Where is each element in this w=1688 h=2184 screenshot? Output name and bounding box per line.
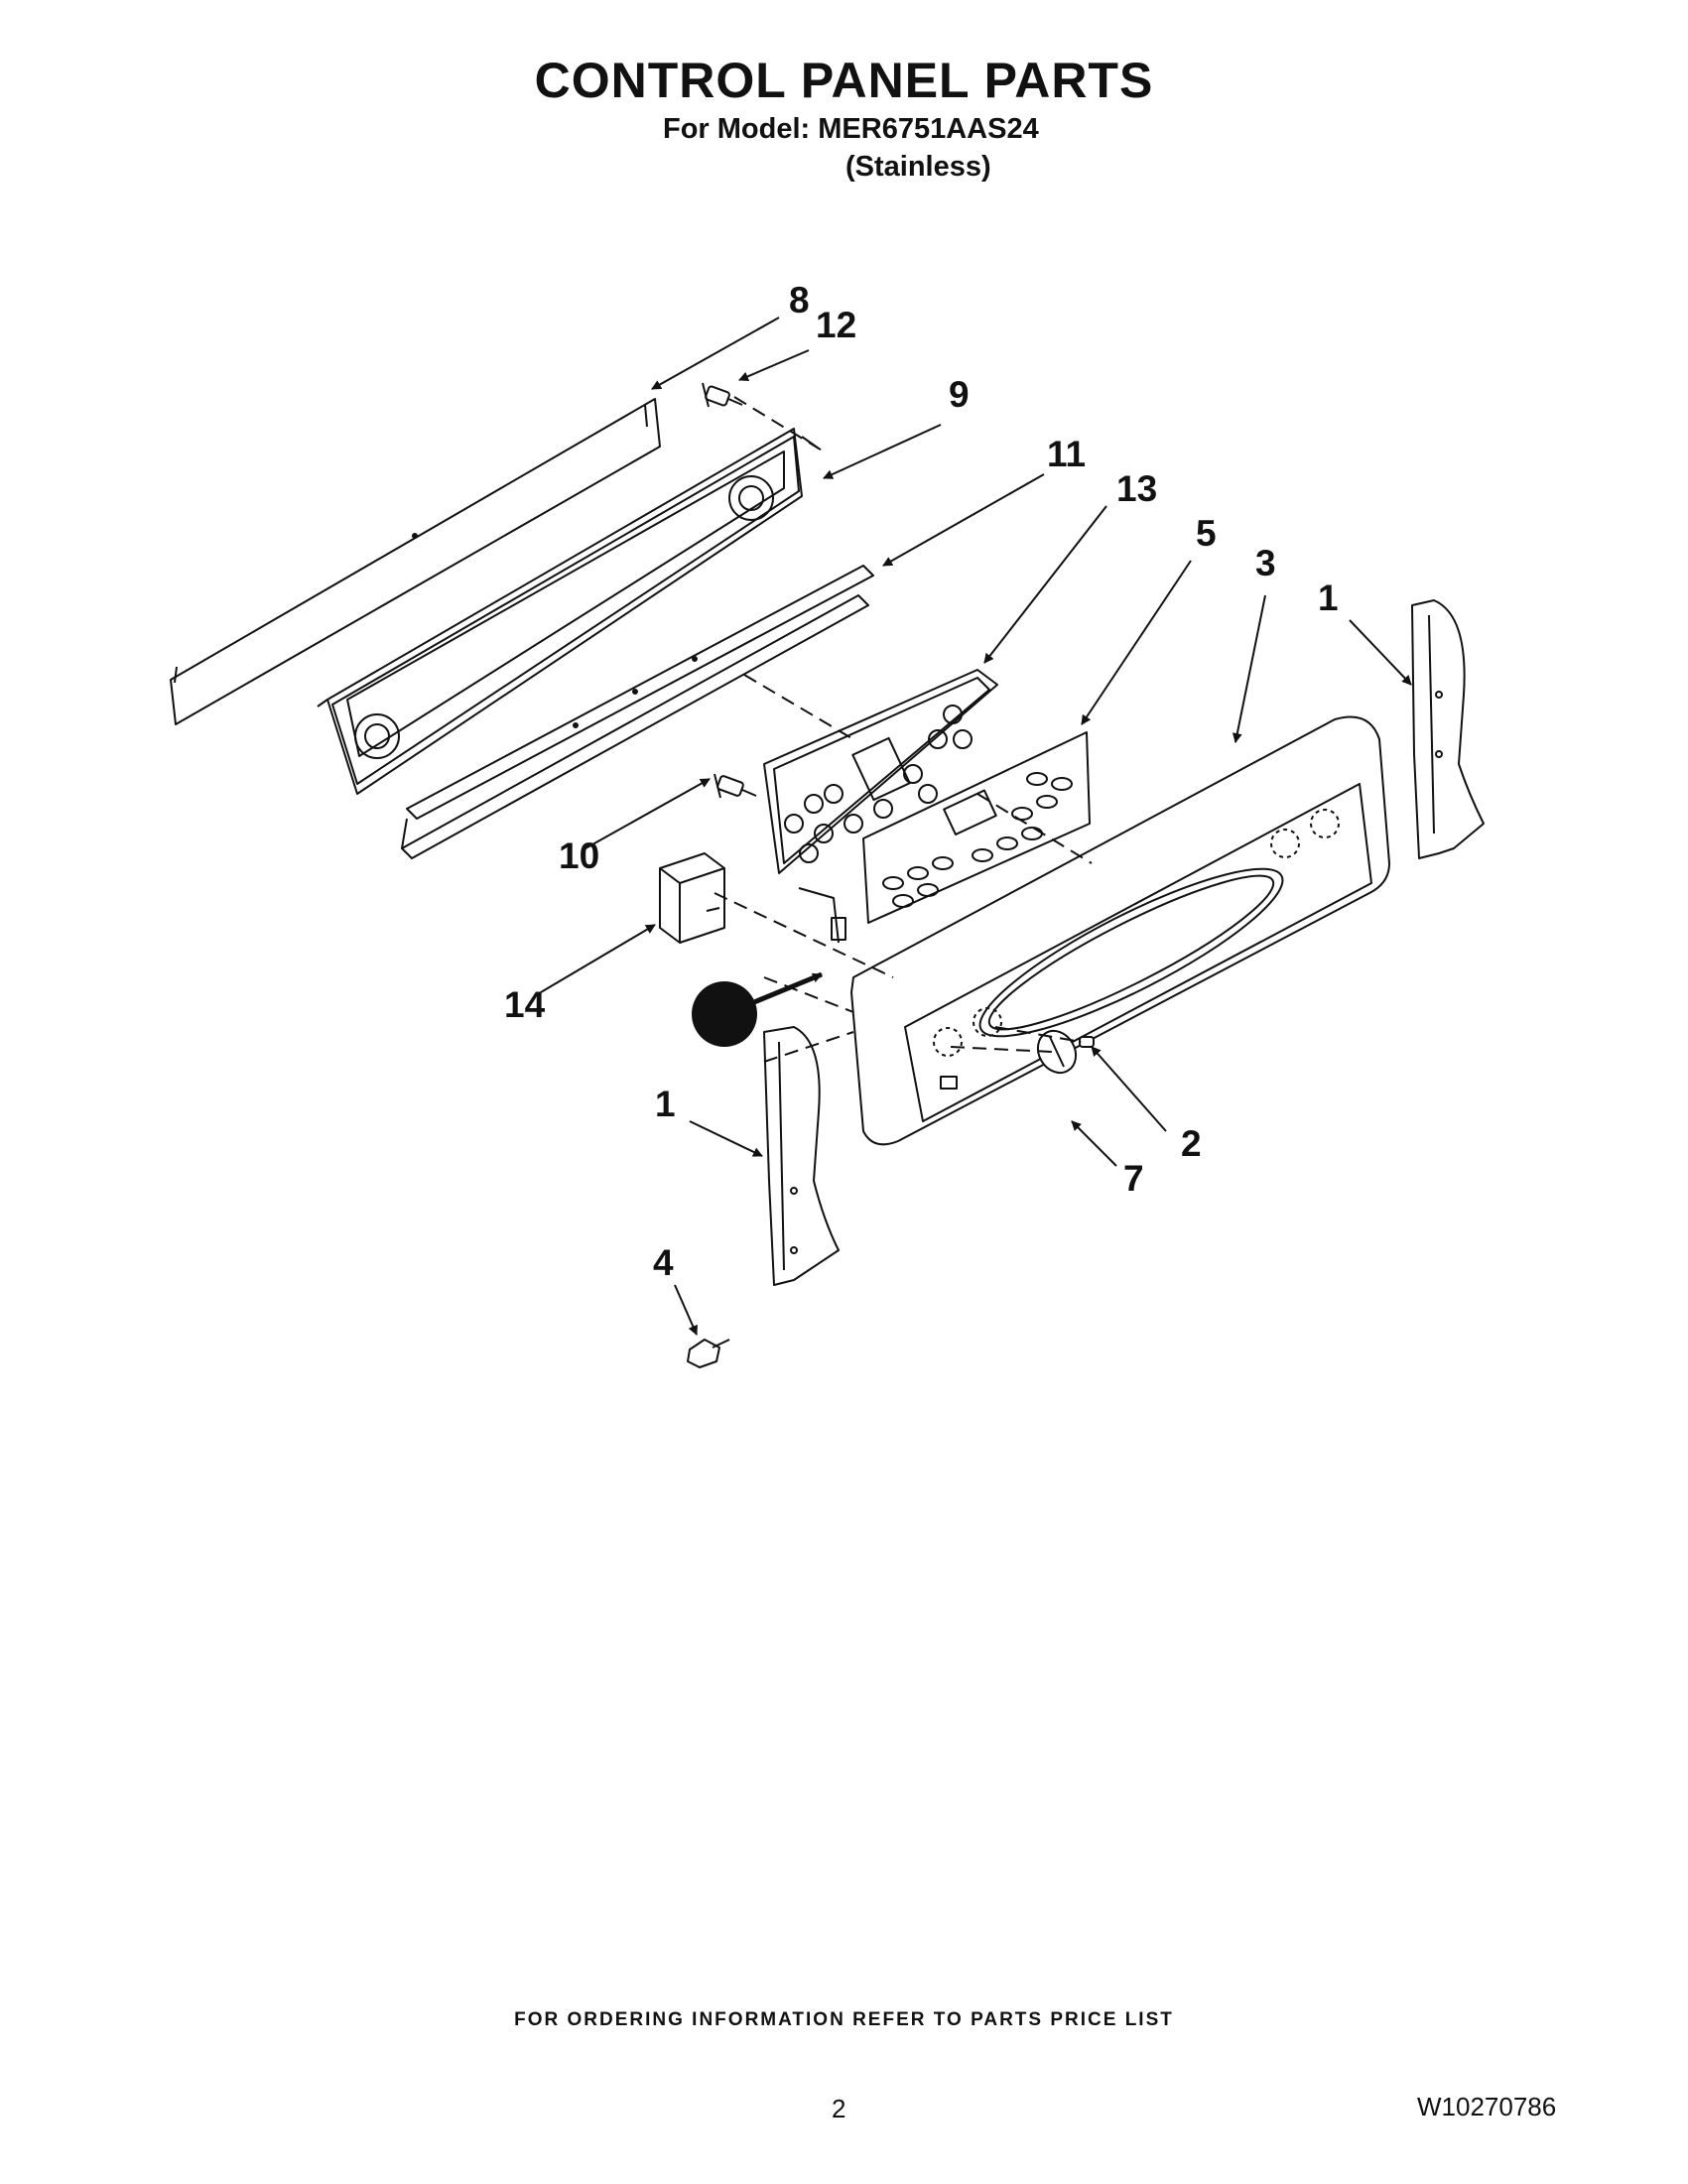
callout-label: 14	[504, 984, 546, 1025]
part-3-console-panel	[850, 715, 1390, 1146]
callout-label: 9	[949, 374, 970, 415]
part-9-console-frame	[317, 428, 820, 795]
callout-label: 3	[1255, 543, 1276, 583]
part-10-screw	[714, 773, 757, 799]
part-13-control-board	[763, 669, 998, 874]
callout-label: 13	[1116, 468, 1157, 509]
part-1-end-cap-right	[1411, 599, 1485, 859]
callout-label: 1	[1318, 578, 1339, 618]
reference-dot	[692, 971, 823, 1047]
callout-label: 2	[1181, 1123, 1202, 1164]
callout-label: 10	[559, 835, 599, 876]
page-title: CONTROL PANEL PARTS	[534, 53, 1154, 108]
part-7-knob	[1036, 1029, 1078, 1075]
callout-label: 8	[789, 280, 810, 321]
wire-harness	[798, 887, 846, 944]
callout-label: 1	[655, 1084, 676, 1124]
model-line: For Model: MER6751AAS24	[663, 113, 1039, 145]
part-8-rear-shield	[170, 398, 661, 725]
part-12-screw	[702, 382, 743, 408]
callout-label: 11	[1047, 434, 1086, 474]
callout-label: 7	[1123, 1158, 1144, 1199]
assembly-guide-lines	[714, 396, 1093, 1063]
part-2-screw	[1079, 1036, 1095, 1048]
callout-label: 12	[816, 305, 856, 345]
part-11-trim-strip	[401, 565, 874, 859]
part-4-bolt	[687, 1339, 730, 1368]
part-1-end-cap-left	[763, 1026, 840, 1286]
ordering-note: FOR ORDERING INFORMATION REFER TO PARTS …	[514, 2009, 1174, 2030]
part-14-switch	[659, 852, 725, 944]
document-number: W10270786	[1417, 2092, 1557, 2121]
page-number: 2	[832, 2094, 846, 2123]
model-variant: (Stainless)	[845, 151, 991, 183]
part-5-overlay	[862, 731, 1091, 924]
callout-leaders	[540, 317, 1412, 1336]
callout-label: 5	[1196, 513, 1217, 554]
callout-label: 4	[653, 1242, 674, 1283]
